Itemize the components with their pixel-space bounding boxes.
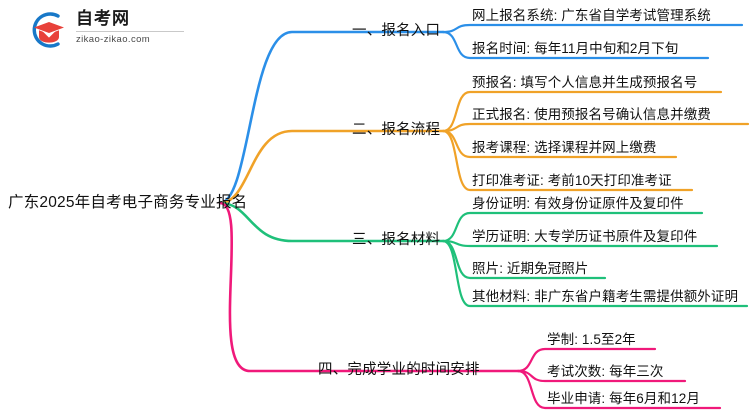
leaf-node-label[interactable]: 预报名: 填写个人信息并生成预报名号 xyxy=(472,75,698,90)
connector-line xyxy=(441,122,750,133)
leaf-node-label[interactable]: 毕业申请: 每年6月和12月 xyxy=(547,391,700,406)
leaf-node-label[interactable]: 学历证明: 大专学历证书原件及复印件 xyxy=(472,229,698,244)
leaf-node-label[interactable]: 学制: 1.5至2年 xyxy=(547,332,636,347)
branch-node-label[interactable]: 三、报名材料 xyxy=(352,232,441,248)
leaf-node-label[interactable]: 身份证明: 有效身份证原件及复印件 xyxy=(472,196,684,211)
connector-line xyxy=(218,129,445,205)
logo-text: 自考网 zikao-zikao.com xyxy=(76,9,188,45)
logo-subtitle: zikao-zikao.com xyxy=(76,34,151,45)
leaf-node-label[interactable]: 考试次数: 每年三次 xyxy=(547,364,664,379)
branch-node-label[interactable]: 二、报名流程 xyxy=(352,122,441,138)
leaf-node-label[interactable]: 报名时间: 每年11月中旬和2月下旬 xyxy=(472,41,679,56)
leaf-node-label[interactable]: 其他材料: 非广东省户籍考生需提供额外证明 xyxy=(472,289,739,304)
site-logo[interactable]: 自考网 zikao-zikao.com xyxy=(28,8,188,52)
leaf-node-label[interactable]: 报考课程: 选择课程并网上缴费 xyxy=(472,140,657,155)
logo-mark-icon xyxy=(32,12,64,48)
leaf-node-label[interactable]: 打印准考证: 考前10天打印准考证 xyxy=(472,173,672,188)
leaf-node-label[interactable]: 网上报名系统: 广东省自学考试管理系统 xyxy=(472,8,711,23)
connector-line xyxy=(441,23,744,34)
root-node-label[interactable]: 广东2025年自考电子商务专业报名 xyxy=(8,194,248,211)
branch-node-label[interactable]: 一、报名入口 xyxy=(352,23,441,39)
logo-divider xyxy=(76,31,184,32)
leaf-node-label[interactable]: 正式报名: 使用预报名号确认信息并缴费 xyxy=(472,107,711,122)
logo-title: 自考网 xyxy=(76,9,130,28)
connector-line xyxy=(218,30,445,205)
branch-node-label[interactable]: 四、完成学业的时间安排 xyxy=(318,362,480,378)
leaf-node-label[interactable]: 照片: 近期免冠照片 xyxy=(472,261,589,276)
